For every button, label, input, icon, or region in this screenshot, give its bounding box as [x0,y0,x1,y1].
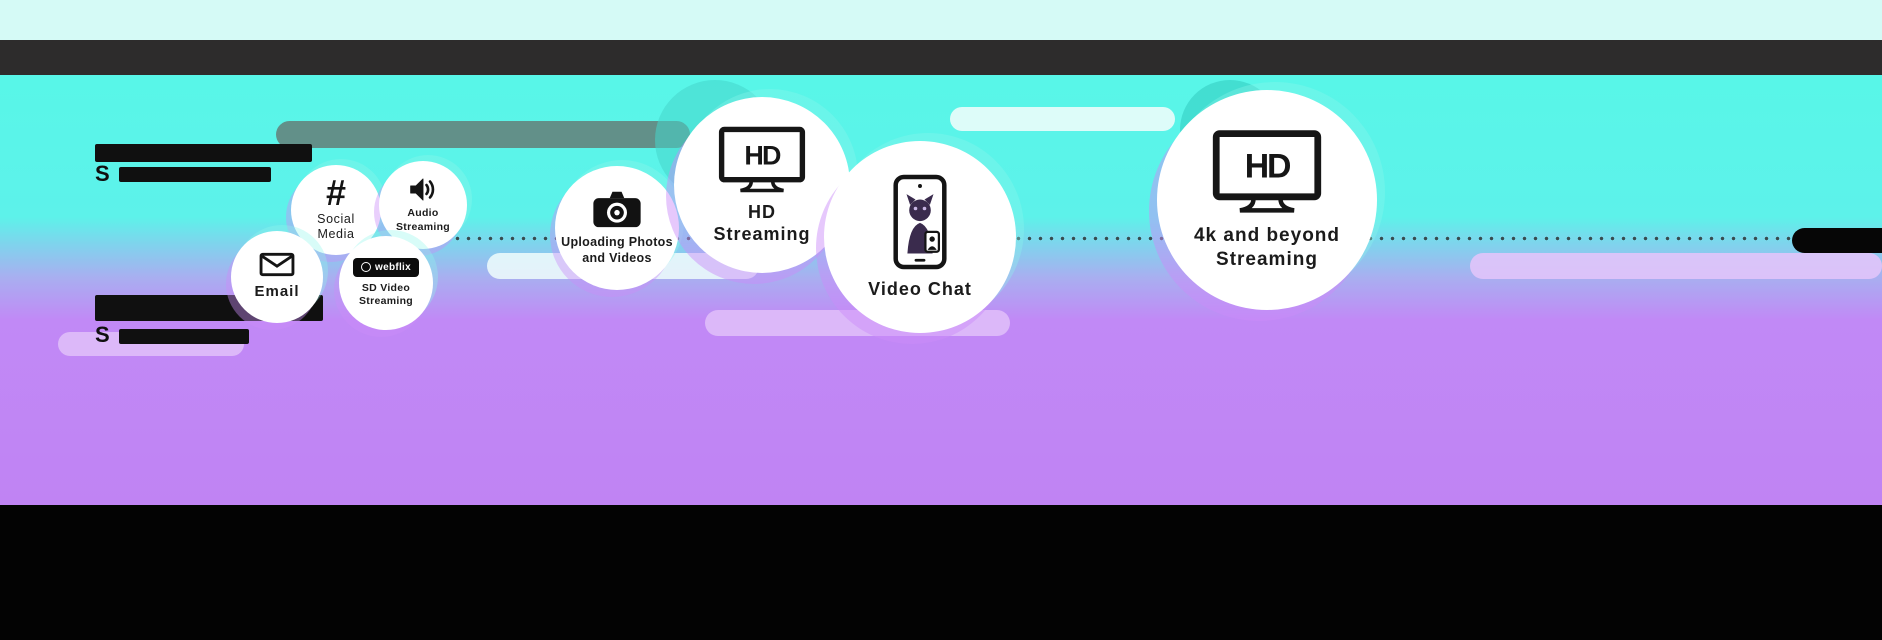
bubble-email-label: Email [254,283,300,301]
header-bar [0,40,1882,75]
bubble-uploading-label: Uploading Photos and Videos [561,235,673,265]
bubble-audio-streaming: Audio Streaming [379,161,467,249]
bubble-email: Email [231,231,323,323]
bubble-4k-streaming-label: 4k and beyond Streaming [1193,225,1341,270]
bubble-sd-video-streaming-label: SD Video Streaming [358,281,414,307]
footer-bar [0,505,1882,640]
tier1-subheading-letter: S [95,161,111,186]
bubble-audio-streaming-label: Audio Streaming [395,207,451,233]
tier2-subheading-letter: S [95,322,111,347]
webflix-text: webflix [375,261,411,273]
bubble-hd-streaming: HD HD Streaming [674,97,850,273]
speaker-icon [410,178,435,201]
bubble-video-chat-label: Video Chat [868,278,972,299]
decor-pill-white [950,107,1175,131]
speed-axis-dotted-line [430,236,1882,241]
decor-pill-lavender-right [1470,253,1882,279]
decor-pill-teal [276,121,690,148]
bubble-hd-streaming-label: HD Streaming [713,201,811,245]
hd-logo-text: HD [744,140,781,170]
hashtag-icon: # [325,172,347,214]
tier1-subheading-redacted-bar [119,167,271,182]
decor-pill-black [1792,228,1882,253]
video-chat-phone-icon [893,174,947,269]
tier2-subheading-redacted-bar [119,329,249,344]
hd-tv-icon: HD [1212,130,1322,213]
bubble-social-media-label: Social Media [317,211,355,242]
hd-tv-icon: HD [718,126,806,192]
bubble-video-chat: Video Chat [824,141,1016,333]
hd-logo-text: HD [1245,148,1291,186]
bubble-4k-streaming: HD 4k and beyond Streaming [1157,90,1377,310]
bubble-uploading-photos-and-videos: Uploading Photos and Videos [555,166,679,290]
top-strip [0,0,1882,40]
camera-icon [593,192,641,228]
bubble-sd-video-streaming: webflix SD Video Streaming [339,236,433,330]
envelope-icon [259,252,295,277]
webflix-badge: webflix [353,257,419,277]
tier1-heading-redacted-bar [95,144,312,162]
webflix-logo-icon [361,262,371,273]
